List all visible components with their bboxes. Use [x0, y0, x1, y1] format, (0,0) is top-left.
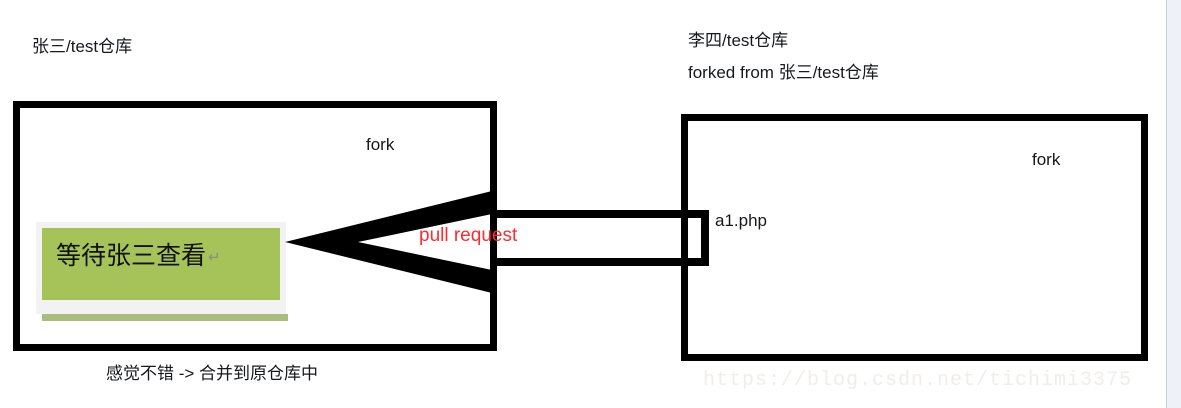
- right-repo-box: [681, 114, 1148, 361]
- paragraph-return-icon: ↵: [208, 249, 221, 266]
- arrowhead-icon: [285, 191, 492, 293]
- right-repo-forked-from: forked from 张三/test仓库: [688, 63, 879, 82]
- tube-end-cap: [701, 210, 709, 266]
- page-gutter-fill: [1167, 0, 1181, 408]
- merge-note: 感觉不错 -> 合并到原仓库中: [106, 364, 319, 383]
- pull-request-connector-arrow: [285, 191, 709, 293]
- watermark: https://blog.csdn.net/tichimi3375: [703, 369, 1133, 392]
- tube-top-rail: [490, 210, 709, 218]
- left-fork-label: fork: [366, 135, 395, 154]
- page-gutter-line: [1166, 0, 1167, 408]
- waiting-note-shadow: [42, 314, 288, 321]
- pull-request-label: pull request: [419, 225, 518, 246]
- waiting-note-text: 等待张三查看↵: [56, 240, 282, 274]
- right-repo-file-label: a1.php: [715, 211, 767, 230]
- waiting-note-highlight: [42, 228, 280, 300]
- left-repo-title: 张三/test仓库: [32, 37, 133, 56]
- right-repo-title: 李四/test仓库: [688, 31, 789, 50]
- tube-bottom-rail: [490, 258, 709, 266]
- right-fork-label: fork: [1032, 150, 1061, 169]
- waiting-note-label: 等待张三查看: [56, 242, 207, 270]
